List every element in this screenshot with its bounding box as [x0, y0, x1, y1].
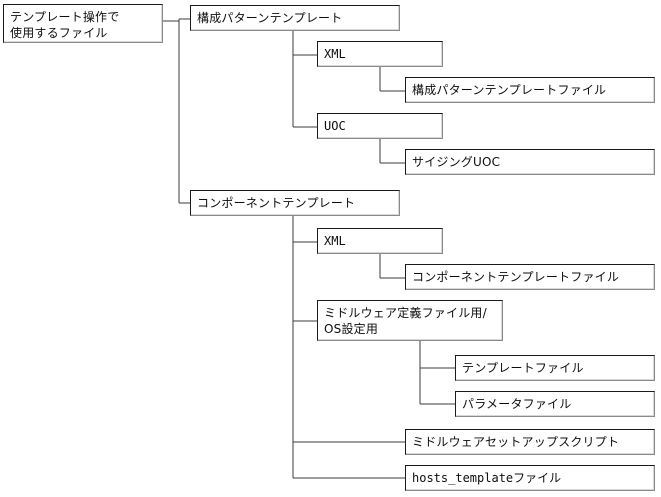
node-component-template: コンポーネントテンプレート — [190, 190, 400, 216]
node-config-uoc-label: UOC — [324, 119, 346, 133]
node-config-xml: XML — [317, 41, 443, 67]
node-root: テンプレート操作で 使用するファイル — [3, 4, 163, 43]
node-hosts-template-file-label: hosts_templateファイル — [412, 471, 562, 485]
node-hosts-template-file: hosts_templateファイル — [405, 465, 655, 491]
node-config-pattern-template-file-label: 構成パターンテンプレートファイル — [412, 83, 607, 97]
node-component-xml: XML — [317, 228, 443, 254]
node-config-pattern-template: 構成パターンテンプレート — [190, 5, 400, 31]
node-sizing-uoc: サイジングUOC — [405, 149, 655, 175]
node-component-xml-label: XML — [324, 234, 346, 248]
node-root-label: テンプレート操作で 使用するファイル — [10, 10, 120, 40]
node-config-xml-label: XML — [324, 47, 346, 61]
node-middleware-setup-script: ミドルウェアセットアップスクリプト — [405, 429, 655, 455]
node-config-pattern-template-file: 構成パターンテンプレートファイル — [405, 77, 655, 103]
node-middleware-setup-script-label: ミドルウェアセットアップスクリプト — [412, 435, 620, 449]
node-middleware-definition-os-settings: ミドルウェア定義ファイル用/ OS設定用 — [317, 300, 503, 341]
node-sizing-uoc-label: サイジングUOC — [412, 155, 501, 169]
node-template-file: テンプレートファイル — [455, 355, 655, 381]
node-parameter-file-label: パラメータファイル — [462, 397, 572, 411]
node-config-uoc: UOC — [317, 113, 443, 139]
node-config-pattern-template-label: 構成パターンテンプレート — [197, 11, 343, 25]
node-middleware-definition-os-settings-label: ミドルウェア定義ファイル用/ OS設定用 — [324, 306, 487, 336]
node-component-template-label: コンポーネントテンプレート — [197, 196, 356, 210]
node-parameter-file: パラメータファイル — [455, 391, 655, 417]
node-template-file-label: テンプレートファイル — [462, 361, 584, 375]
node-component-template-file: コンポーネントテンプレートファイル — [405, 264, 655, 290]
node-component-template-file-label: コンポーネントテンプレートファイル — [412, 270, 620, 284]
